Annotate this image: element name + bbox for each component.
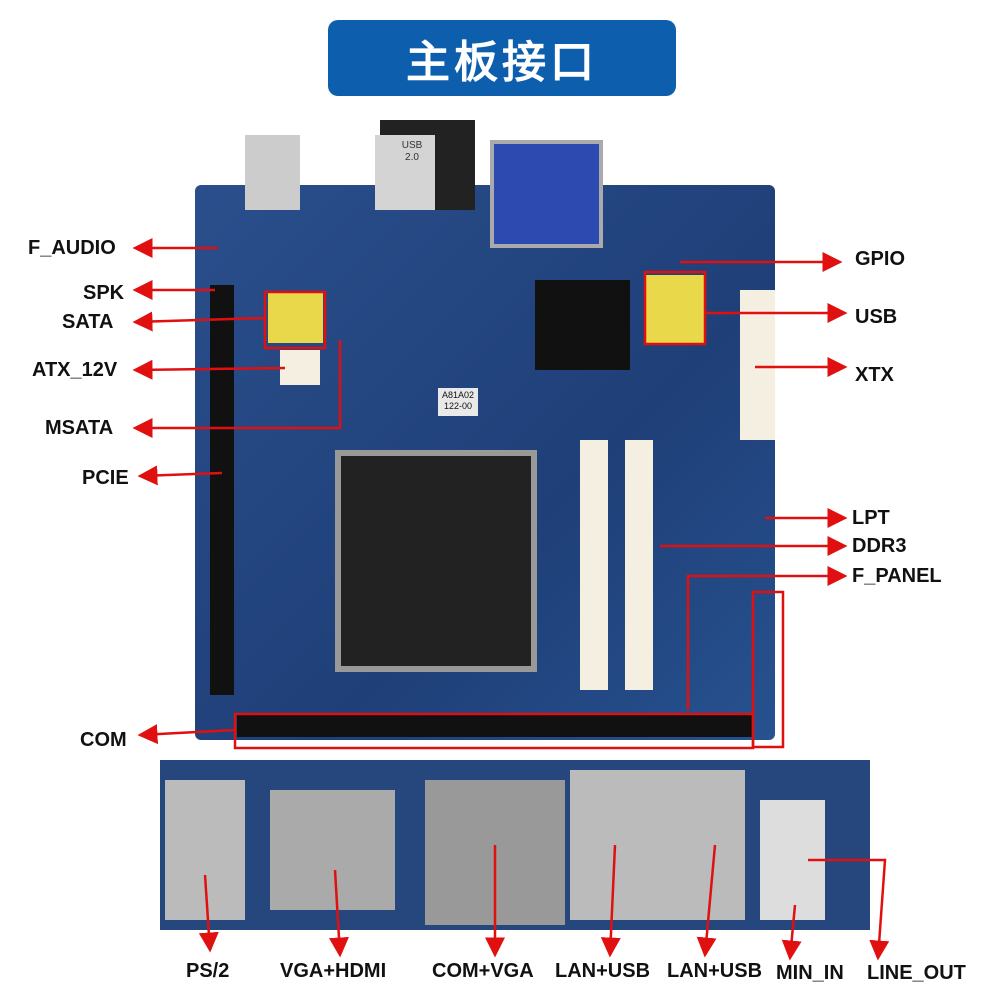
label-f-panel: F_PANEL [852,565,942,587]
cpu-socket [335,450,537,672]
label-com: COM [80,729,127,751]
label-lan-usb-2: LAN+USB [667,960,763,982]
ddr3-slot-2 [625,440,653,690]
label-ps2: PS/2 [186,960,230,982]
label-sata: SATA [62,311,114,333]
label-f-audio: F_AUDIO [28,237,116,259]
lan-usb-port-2 [655,770,745,920]
label-spk: SPK [83,282,125,304]
pcie-slot [210,285,234,695]
ddr3-slot-1 [580,440,608,690]
label-vga-hdmi: VGA+HDMI [280,960,387,982]
label-usb: USB [855,306,898,328]
label-line-out: LINE_OUT [867,962,966,984]
label-lpt: LPT [852,507,890,529]
ps2-port [165,780,245,920]
label-lan-usb-1: LAN+USB [555,960,651,982]
label-xtx: XTX [855,364,894,386]
label-gpio: GPIO [855,248,906,270]
atx-power-connector [740,290,775,440]
label-min-in: MIN_IN [776,962,844,984]
label-com-vga: COM+VGA [432,960,534,982]
vga-hdmi-port [270,790,395,910]
sata-ports [268,293,323,343]
usb-headers [645,275,705,345]
chip-label-text: A81A02 122-00 [441,390,475,411]
label-msata: MSATA [45,417,114,439]
com-headers [237,715,752,737]
label-ddr3: DDR3 [852,535,907,557]
title-banner: 主板接口 [328,20,676,96]
rj45-top-1 [245,135,300,210]
vga-top [490,140,603,248]
heatsink [535,280,630,370]
atx12v-connector [280,350,320,385]
label-atx-12v: ATX_12V [32,359,118,381]
usb-port-label: USB 2.0 [401,140,423,163]
label-pcie: PCIE [82,467,129,489]
usb-port-top [375,135,435,210]
chip-label-sticker [438,388,478,416]
